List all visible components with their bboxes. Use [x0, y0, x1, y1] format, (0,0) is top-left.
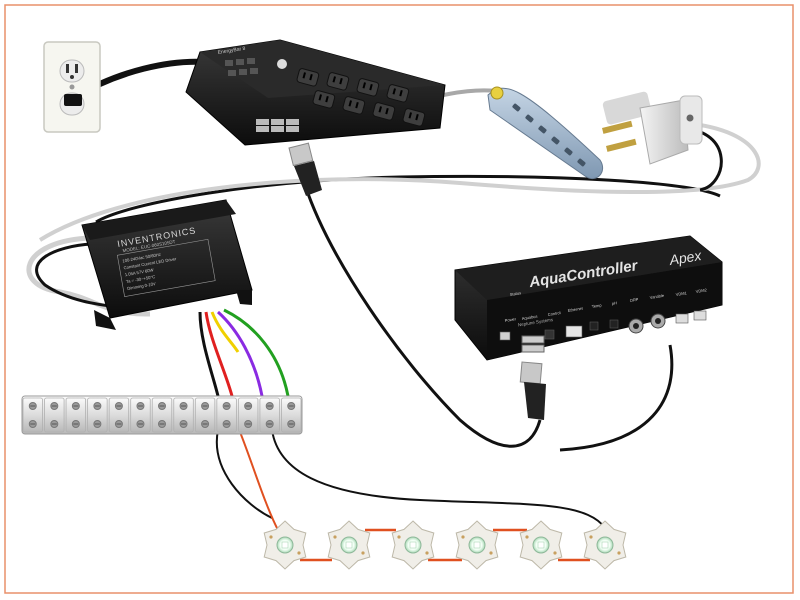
- terminal-block: [108, 397, 130, 433]
- terminal-block: [65, 397, 87, 433]
- led-return-wire: [271, 429, 606, 529]
- controller-port-label: ORP: [629, 297, 639, 303]
- wires: [26, 58, 761, 562]
- controller-port-label: VDM1: [675, 290, 688, 297]
- strip-socket: [386, 84, 410, 103]
- controller-port-label: Variable: [649, 293, 665, 300]
- power-strip-badge: EnergyBar 8: [217, 46, 246, 56]
- plug-white-wire: [38, 123, 761, 242]
- controller-port: [499, 331, 511, 341]
- terminal-block: [216, 397, 237, 433]
- terminal-block: [22, 397, 43, 433]
- terminal-block: [151, 397, 173, 433]
- strip-socket: [372, 102, 396, 121]
- mini-socket: [538, 125, 547, 134]
- led-chain: [263, 520, 627, 570]
- usb-plug-bottom: [519, 361, 546, 420]
- controller-usb-stack: [521, 335, 545, 353]
- led-star: [455, 520, 499, 570]
- mini-power-strip: [487, 86, 604, 180]
- terminal-blocks: [22, 397, 302, 433]
- terminal-strip: [21, 395, 303, 435]
- controller-bnc-connectors: [628, 313, 666, 334]
- mini-socket: [577, 158, 586, 167]
- terminal-block: [87, 397, 108, 433]
- controller-ports: [499, 310, 707, 341]
- strip-sockets: [296, 68, 426, 127]
- controller-black-wire: [559, 344, 674, 452]
- strip-socket: [296, 68, 320, 87]
- terminal-block: [130, 397, 151, 433]
- power-strip: EnergyBar 8: [185, 39, 446, 146]
- terminal-block: [259, 397, 280, 433]
- terminal-block: [44, 397, 65, 433]
- wall-outlet: [43, 41, 101, 133]
- driver-spec-line: Ta = -30~+50°C: [126, 274, 156, 284]
- terminal-block: [194, 397, 216, 433]
- controller-port-label: VDM2: [695, 287, 708, 294]
- driver-ac-black-wire: [35, 242, 126, 310]
- mini-socket: [525, 114, 534, 123]
- terminal-block: [173, 397, 194, 433]
- controller-port: [693, 310, 707, 321]
- led-star: [519, 520, 563, 570]
- controller-port-label: Control: [547, 310, 561, 317]
- controller-maker: Neptune Systems: [518, 317, 555, 328]
- controller-port-label: pH: [611, 300, 617, 306]
- driver-spec-line: 1.05A 57V 60W: [124, 267, 154, 277]
- strip-socket: [312, 90, 336, 109]
- controller-port: [544, 329, 555, 340]
- led-negative-wire: [215, 429, 273, 519]
- controller-port-label: Power: [504, 316, 517, 323]
- controller-port: [565, 325, 583, 338]
- controller-title-suffix: Apex: [667, 247, 703, 268]
- led-star: [583, 520, 627, 570]
- strip-socket: [342, 96, 366, 115]
- mini-socket: [564, 147, 573, 156]
- driver-spec-line: 100-240Vac 50/60Hz: [122, 252, 161, 264]
- driver-wire-black: [198, 311, 220, 397]
- usb-plug-top: [288, 142, 322, 196]
- led-star: [391, 520, 435, 570]
- strip-socket: [326, 72, 350, 91]
- diagram-frame: [4, 4, 794, 594]
- mini-strip-sockets: [512, 103, 586, 167]
- terminal-block: [237, 397, 259, 433]
- mini-socket: [512, 103, 521, 112]
- usb-cable-a: [303, 184, 542, 448]
- driver-to-strip-black-wire: [95, 174, 721, 224]
- led-star: [327, 520, 371, 570]
- driver-wire-green: [223, 308, 290, 397]
- terminal-block: [281, 397, 302, 433]
- driver-spec-line: Dimming 0-10V: [127, 281, 156, 291]
- strip-usb-ports: [256, 119, 299, 132]
- mini-socket: [551, 136, 560, 145]
- led-positive-wire: [239, 431, 279, 531]
- controller-port-label: Status: [509, 290, 521, 297]
- wall-plug: [602, 91, 703, 165]
- strip-buttons: [225, 58, 287, 76]
- driver-wire-yellow: [210, 311, 240, 353]
- driver-wire-purple: [216, 310, 264, 397]
- controller-port: [609, 319, 619, 329]
- led-driver: INVENTRONICS MODEL: EUC-060S105DT 100-24…: [81, 199, 253, 330]
- controller-port-label: Ethernet: [567, 306, 584, 313]
- led-star: [263, 520, 307, 570]
- controller-port-label: Temp: [591, 302, 602, 309]
- aquacontroller: AquaController Apex Neptune Systems Stat…: [454, 235, 723, 361]
- controller-port: [675, 313, 689, 324]
- controller-port-label: Aquabus: [521, 314, 537, 321]
- driver-wire-red: [204, 311, 234, 397]
- strip-socket: [402, 108, 426, 127]
- strip-socket: [356, 78, 380, 97]
- controller-port: [589, 321, 599, 331]
